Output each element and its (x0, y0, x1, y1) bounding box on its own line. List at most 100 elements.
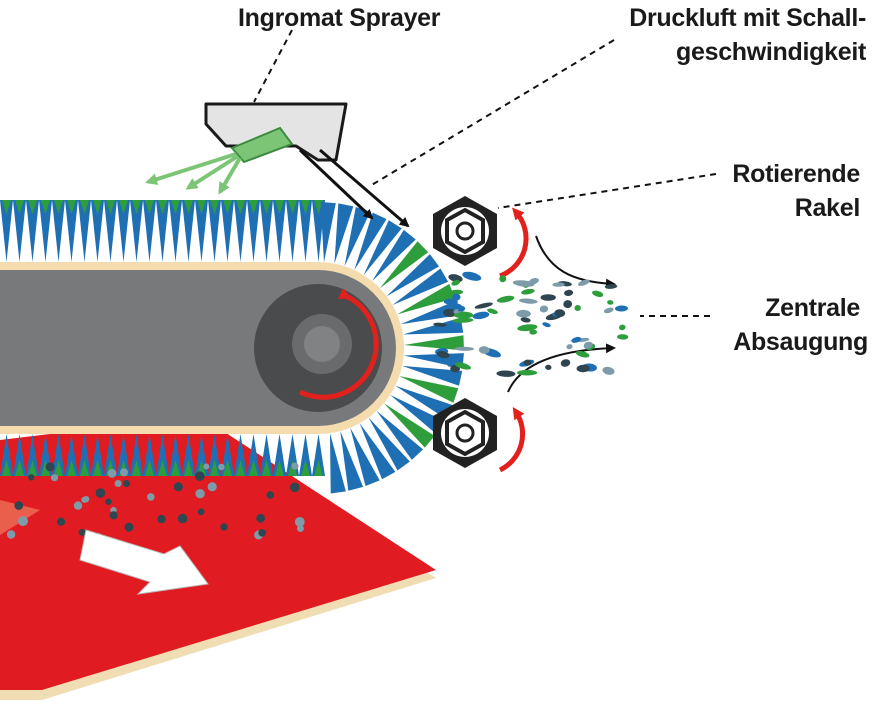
bristle (223, 460, 232, 476)
particle (499, 275, 507, 283)
particle (472, 311, 490, 320)
bristle (208, 434, 221, 476)
bristle (104, 434, 117, 476)
bristle (299, 434, 312, 476)
bristle (67, 200, 76, 214)
bristle (344, 206, 371, 267)
bristle (275, 200, 284, 214)
bristle (260, 200, 273, 262)
bristle (158, 200, 167, 214)
particle (147, 493, 155, 501)
bristle (247, 200, 260, 262)
bristle (312, 434, 325, 476)
bristle (354, 212, 387, 271)
label-squeegee-line2: Rakel (794, 194, 861, 222)
rotating-squeegee-top (433, 196, 497, 266)
particle (592, 290, 604, 297)
particle (603, 307, 614, 314)
label-squeegee-line1: Rotierende (732, 160, 860, 188)
particle (517, 324, 538, 332)
particle (512, 280, 535, 287)
bristle (234, 200, 247, 262)
particle (177, 513, 188, 524)
bristle (402, 317, 464, 335)
bristle (65, 200, 78, 262)
bristle (301, 200, 310, 214)
particle (571, 336, 582, 343)
bristle (52, 200, 65, 262)
bristle (91, 434, 104, 476)
particle (564, 289, 574, 297)
bristle (403, 335, 464, 351)
squeegee-top-rotation-arrow (499, 207, 529, 279)
bristle (195, 200, 208, 262)
squeegee-bottom-rotation-arrow (498, 406, 526, 473)
bristle (158, 460, 167, 476)
bristle (39, 200, 52, 262)
particle (105, 498, 112, 505)
bristle (299, 200, 312, 262)
bristle (143, 434, 156, 476)
bristle (117, 434, 130, 476)
particle (114, 480, 122, 487)
bristle (182, 434, 195, 476)
bristle (275, 460, 284, 476)
particle (566, 344, 573, 350)
particle (73, 501, 83, 510)
bristle (171, 200, 180, 214)
particle (452, 293, 461, 301)
particle (462, 271, 482, 281)
bristle (288, 200, 297, 214)
bristle (54, 460, 63, 476)
bristle (359, 423, 396, 480)
rotating-squeegee-bottom (433, 398, 497, 468)
particle (617, 334, 629, 340)
bristle (197, 200, 206, 214)
bristle (145, 200, 154, 214)
particle (552, 282, 565, 287)
particle (45, 462, 55, 472)
bristle (247, 434, 260, 476)
bristle (400, 300, 461, 325)
board-feed-arrow (79, 529, 209, 595)
leader-lines (253, 29, 717, 317)
particle (576, 364, 590, 373)
bristle (262, 460, 271, 476)
particle (124, 522, 134, 532)
suction-flow-arrows (507, 235, 616, 393)
particle (203, 463, 210, 470)
bristle (41, 200, 50, 214)
particle (540, 294, 556, 301)
particle (563, 300, 573, 309)
particle (78, 528, 86, 536)
bristle (80, 460, 89, 476)
bristle (65, 434, 78, 476)
particle (443, 308, 457, 317)
bristle (0, 434, 13, 476)
bristle (91, 200, 104, 262)
bristle (52, 434, 65, 476)
particle (487, 308, 498, 315)
particle (529, 329, 538, 335)
bristle (329, 433, 346, 494)
bristle (13, 200, 26, 262)
bristle (236, 200, 245, 214)
particle (602, 366, 615, 375)
particle (81, 496, 88, 503)
bristle (132, 460, 141, 476)
bristle (28, 460, 37, 476)
particle (220, 523, 228, 531)
particle (56, 517, 66, 526)
particle (266, 491, 275, 499)
bristle (334, 203, 354, 264)
bristle (119, 200, 128, 214)
bristle (390, 394, 445, 434)
bristle (2, 460, 11, 476)
ingromat-sprayer (204, 102, 348, 164)
bristle (286, 200, 299, 262)
particle (539, 305, 549, 313)
bristle (379, 241, 429, 289)
particle (443, 298, 458, 305)
label-suction-line2: Absaugung (733, 328, 868, 356)
